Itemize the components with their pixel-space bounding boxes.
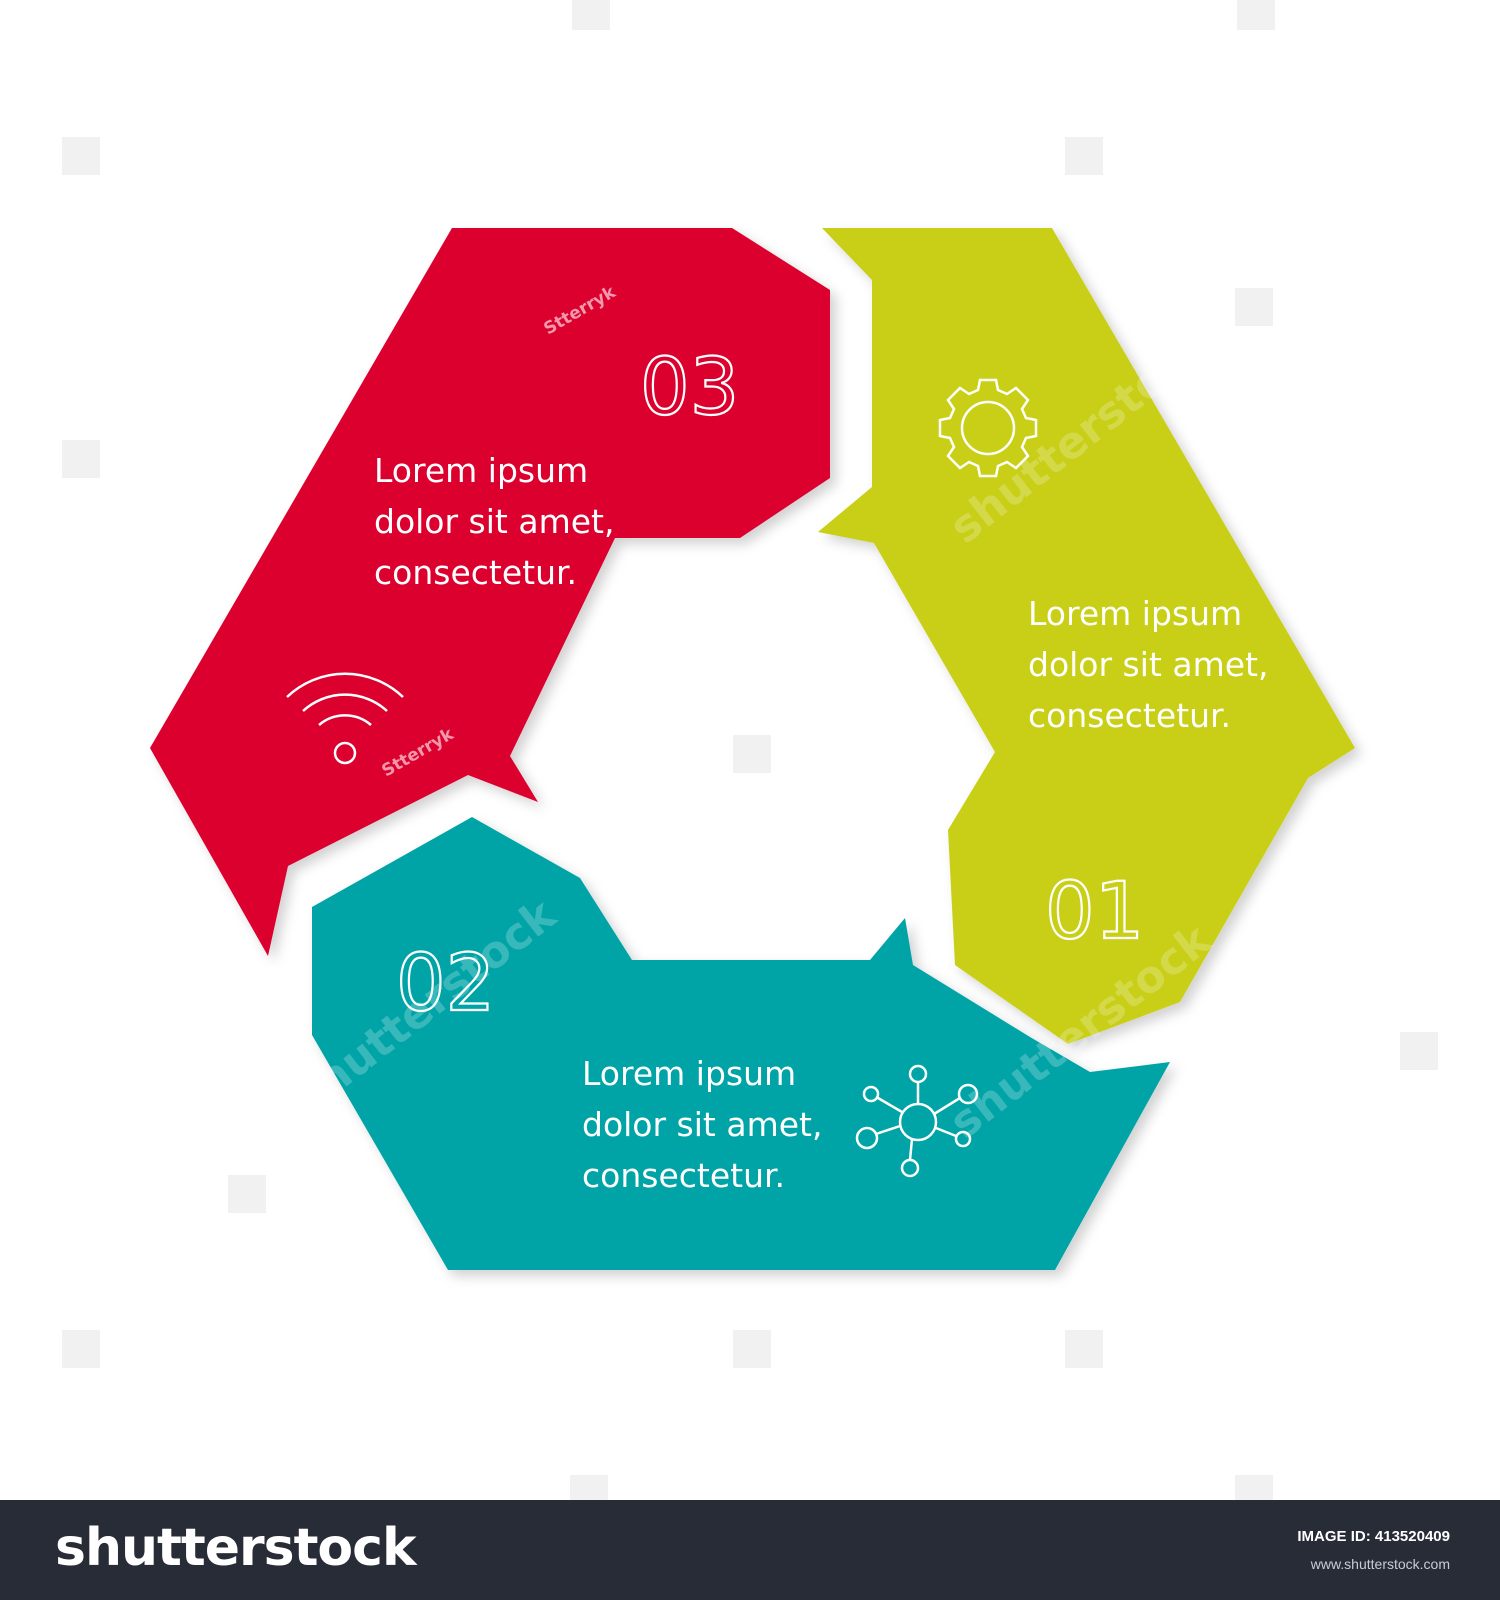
image-id: IMAGE ID: 413520409 — [1297, 1528, 1450, 1545]
segment-02-line-2: dolor sit amet, — [582, 1105, 822, 1144]
segment-03-shape — [150, 228, 830, 956]
segment-03-text: Lorem ipsum dolor sit amet, consectetur. — [374, 451, 625, 592]
cycle-diagram: 01 02 03 Lorem ipsum dolor sit amet, con… — [62, 0, 1438, 1500]
segment-02-shape — [312, 817, 1170, 1270]
segment-03-number: 03 — [640, 343, 739, 433]
image-id-value: 413520409 — [1374, 1528, 1450, 1545]
segment-02-line-1: Lorem ipsum — [582, 1054, 796, 1093]
segment-01-line-3: consectetur. — [1028, 696, 1231, 735]
footer-bar: shutterstock IMAGE ID: 413520409 www.shu… — [0, 1500, 1500, 1600]
segment-01-line-2: dolor sit amet, — [1028, 645, 1268, 684]
segment-01-text: Lorem ipsum dolor sit amet, consectetur. — [1028, 594, 1279, 735]
segment-02-number: 02 — [396, 939, 495, 1029]
segment-03-line-2: dolor sit amet, — [374, 502, 614, 541]
segment-01 — [818, 228, 1355, 1044]
segment-02 — [312, 817, 1170, 1270]
segment-03 — [150, 228, 830, 956]
footer-url: www.shutterstock.com — [1310, 1556, 1450, 1572]
network-icon — [855, 1064, 979, 1178]
gear-icon — [938, 378, 1038, 478]
watermark-marks — [62, 0, 1438, 1500]
wifi-icon — [286, 672, 404, 765]
footer-logo: shutterstock — [55, 1518, 417, 1578]
segment-02-line-3: consectetur. — [582, 1156, 785, 1195]
segment-02-text: Lorem ipsum dolor sit amet, consectetur. — [582, 1054, 833, 1195]
image-id-label: IMAGE ID: — [1297, 1528, 1371, 1545]
segment-01-shape — [818, 228, 1355, 1044]
segment-01-number: 01 — [1045, 867, 1144, 957]
segment-01-line-1: Lorem ipsum — [1028, 594, 1242, 633]
segment-03-line-3: consectetur. — [374, 553, 577, 592]
segment-03-line-1: Lorem ipsum — [374, 451, 588, 490]
